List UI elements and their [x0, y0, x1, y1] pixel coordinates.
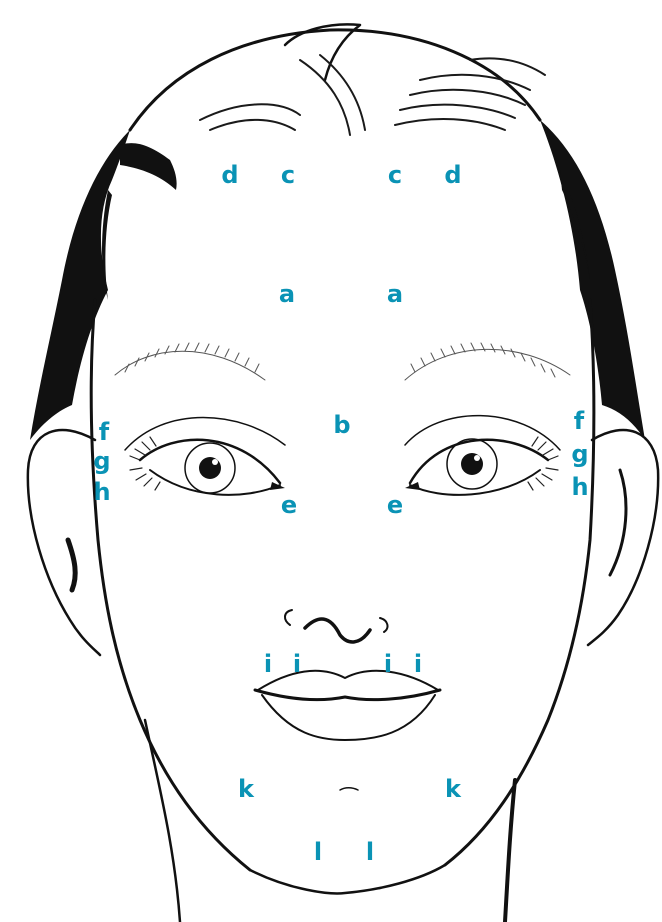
eyebrow-left — [115, 351, 265, 380]
label-l-left: l — [314, 838, 322, 866]
eyebrows — [115, 343, 570, 380]
label-b: b — [333, 411, 350, 439]
mouth — [255, 671, 440, 790]
lip-line — [255, 690, 440, 700]
label-k-right: k — [445, 775, 462, 803]
label-a-right: a — [387, 280, 403, 308]
ear-right-inner — [610, 470, 626, 575]
neck-left — [145, 720, 180, 922]
hair-left-mass — [30, 130, 130, 440]
label-c-right: c — [388, 161, 402, 189]
ear-left — [28, 430, 100, 655]
eye-right-pupil — [461, 453, 483, 475]
chin-contour — [250, 865, 445, 893]
hair-strands — [200, 55, 545, 135]
label-e-left: e — [281, 491, 297, 519]
label-f-left: f — [99, 418, 110, 446]
eye-right — [405, 416, 560, 495]
label-i-1: i — [264, 650, 272, 678]
head-top-outline — [130, 30, 540, 130]
label-a-left: a — [279, 280, 295, 308]
label-d-right: d — [444, 161, 461, 189]
ears — [28, 430, 658, 655]
label-g-left: g — [93, 447, 110, 475]
eye-left — [125, 418, 285, 495]
hair-left-streak — [120, 143, 177, 190]
chin-dimple — [340, 788, 358, 790]
eye-left-pupil — [199, 457, 221, 479]
label-i-4: i — [414, 650, 422, 678]
hair — [30, 120, 645, 440]
nose — [285, 610, 388, 642]
label-i-3: i — [384, 650, 392, 678]
label-e-right: e — [387, 491, 403, 519]
label-h-left: h — [93, 478, 110, 506]
zone-labels: a a b c c d d e e f g h f g h i i i i k … — [93, 161, 588, 866]
face-right-contour — [445, 300, 594, 865]
face-left-contour — [91, 300, 250, 870]
eyebrow-right — [405, 349, 570, 380]
upper-lip — [258, 671, 438, 690]
label-c-left: c — [281, 161, 295, 189]
nose-right-nostril — [380, 618, 387, 632]
neck-right — [505, 780, 515, 922]
label-g-right: g — [571, 440, 588, 468]
label-l-right: l — [366, 838, 374, 866]
nose-left-nostril — [285, 610, 292, 625]
lower-lip — [262, 695, 435, 740]
label-i-2: i — [293, 650, 301, 678]
nose-tip — [305, 619, 370, 642]
ear-left-inner — [68, 540, 75, 590]
label-d-left: d — [221, 161, 238, 189]
label-f-right: f — [574, 407, 585, 435]
label-h-right: h — [571, 473, 588, 501]
label-k-left: k — [238, 775, 255, 803]
